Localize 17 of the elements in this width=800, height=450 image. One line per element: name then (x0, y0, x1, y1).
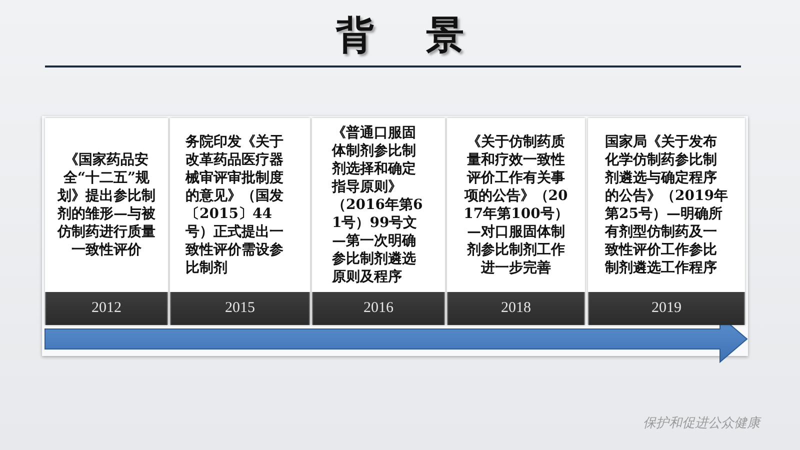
title: 背景 (334, 12, 517, 58)
timeline-card (588, 118, 745, 325)
timeline-card (447, 118, 585, 325)
year-band: 2016 (312, 292, 445, 325)
year-band: 2019 (588, 292, 745, 325)
year-band: 2015 (170, 292, 310, 325)
card-text: 国家局《关于发布化学仿制药参比制剂遴选与确定程序的公告》（2019年第25号）—明确所有剂型仿制药及一致性评价工作参比制剂遴选工作程序 (605, 133, 728, 277)
footer-text: 保护和促进公众健康 (643, 416, 760, 432)
card-text: 《关于仿制药质量和疗效一致性评价工作有关事项的公告》（2017年第100号）—对口服固体制剂参比制剂工作进一步完善 (462, 133, 570, 277)
card-text: 务院印发《关于改革药品医疗器械审评审批制度的意见》（国发〔2015〕44号）正式提出一致性评价需设参比制剂 (186, 133, 284, 277)
card-text: 《国家药品安全“十二五”规划》提出参比制剂的雏形—与被仿制药进行质量一致性评价 (56, 151, 156, 259)
card-text: 《普通口服固体制剂参比制剂选择和确定指导原则》（2016年第61号）99号文—第一次明确参比制剂遴选原则及程序 (332, 124, 424, 286)
year-band: 2012 (45, 292, 168, 325)
timeline-card (170, 118, 310, 325)
timeline-card (45, 118, 168, 325)
timeline-card (312, 118, 445, 325)
year-band: 2018 (447, 292, 585, 325)
